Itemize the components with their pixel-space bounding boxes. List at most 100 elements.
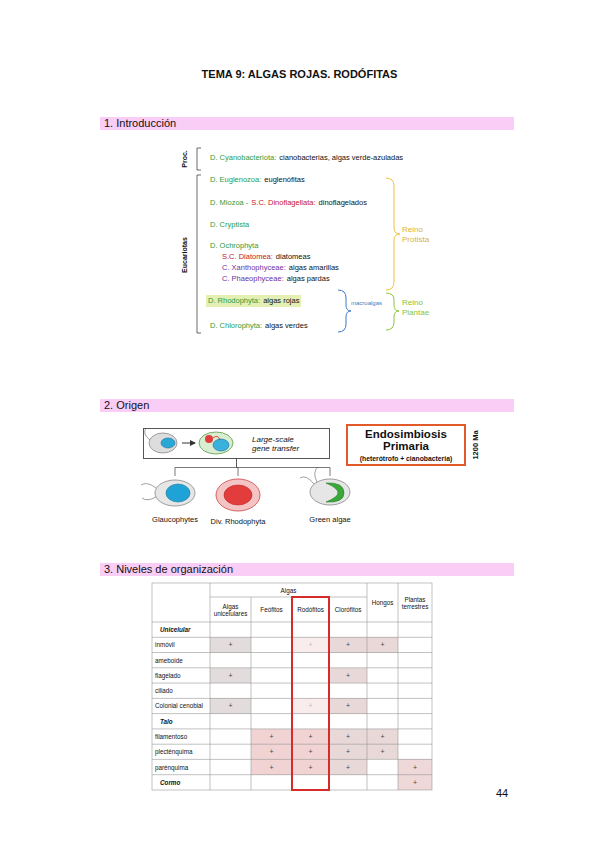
tree-connector	[175, 459, 237, 476]
rhodophyte-cell	[216, 479, 260, 511]
taxon-line: D. Cyanobacteriota:cianobacterias, algas…	[210, 153, 403, 163]
table-mark: +	[329, 637, 367, 652]
taxon-text: C. Phaeophyceae:	[222, 274, 284, 284]
table-mark: +	[292, 744, 329, 759]
taxon-line: D. Miozoa -S.C. Dinoflagellata:dinoflage…	[210, 198, 367, 208]
host-cell	[199, 432, 233, 454]
taxon-text: C. Xanthophyceae:	[222, 263, 286, 273]
section-row-header: Unicelular	[152, 622, 210, 637]
table-mark: +	[210, 698, 251, 713]
grid-line	[210, 597, 367, 598]
table-border	[152, 583, 432, 790]
highlight-box: D. Rhodophyta:algas rojas	[206, 295, 301, 307]
bracket	[197, 148, 201, 170]
callout-box: Endosimbiosis Primaria(heterótrofo + cia…	[346, 424, 466, 466]
column-header: Algas unicelulares	[210, 597, 251, 622]
table-mark: +	[292, 698, 329, 713]
table-mark: +	[251, 744, 292, 759]
column-header: Algas	[210, 583, 367, 597]
taxon-text: algas pardas	[287, 274, 330, 284]
page-number: 44	[496, 787, 508, 799]
flagellum	[300, 467, 318, 484]
taxon-text: algas amarillas	[289, 263, 339, 273]
node-text: Green algae	[309, 515, 350, 524]
taxon-text: S.C. Dinoflagellata:	[251, 198, 315, 208]
side-label: macroalgas	[351, 300, 382, 306]
node-text: Endosimbiosis Primaria	[358, 428, 454, 453]
node-text: Glaucophytes	[152, 515, 198, 524]
taxon-text: S.C. Diatomea:	[222, 252, 273, 262]
table-mark: +	[329, 729, 367, 744]
page-title: TEMA 9: ALGAS ROJAS. RODÓFITAS	[0, 68, 599, 81]
taxon-text: D. Chlorophyta:	[210, 321, 262, 331]
table-mark: +	[329, 698, 367, 713]
taxon-line: D. Euglenozoa:euglenófitas	[210, 175, 305, 185]
node-text: D. Rhodophyta:	[208, 295, 260, 307]
tree-connector	[237, 459, 239, 476]
taxon-line: C. Xanthophyceae:algas amarillas	[222, 263, 339, 273]
table-mark: +	[329, 759, 367, 774]
side-label: Reino Plantae	[402, 298, 436, 318]
row-header: ciliado	[152, 683, 210, 698]
taxon-line: C. Phaeophyceae:algas pardas	[222, 274, 330, 284]
node-text: Div. Rhodophyta	[211, 517, 266, 526]
column-header: Hongos	[367, 583, 398, 622]
grid-lines	[152, 583, 432, 790]
brace	[386, 178, 400, 290]
taxon-line: D. Ochrophyta	[210, 241, 258, 251]
section-row-header: Cormo	[152, 775, 210, 790]
brace	[386, 293, 399, 330]
table-mark: +	[367, 744, 398, 759]
nucleus	[205, 435, 213, 443]
tree-connector	[237, 459, 331, 476]
bracket	[197, 175, 201, 333]
table-mark: +	[398, 759, 432, 774]
taxon-text: D. Cryptista	[210, 220, 249, 230]
row-header: Colonial cenobial	[152, 698, 210, 713]
row-header: inmóvil	[152, 637, 210, 652]
column-header: Feófitos	[251, 597, 292, 622]
cell-figure: Green algae	[294, 476, 366, 524]
taxon-text: algas verdes	[265, 321, 308, 331]
brace	[338, 290, 351, 332]
row-header: filamentoso	[152, 729, 210, 744]
row-header: plecténquima	[152, 744, 210, 759]
table-mark: +	[367, 729, 398, 744]
table-mark: +	[367, 637, 398, 652]
taxon-text: D. Ochrophyta	[210, 241, 258, 251]
taxon-line: D. Cryptista	[210, 220, 249, 230]
flagellum	[141, 484, 156, 500]
table-mark: +	[292, 759, 329, 774]
table-mark: +	[292, 637, 329, 652]
node-text: 2. Origen	[104, 399, 514, 412]
taxon-text: diatomeas	[276, 252, 311, 262]
section-band: 1. Introducción	[100, 117, 514, 130]
green-alga-cell	[310, 479, 350, 505]
taxon-text: D. Cyanobacteriota:	[210, 153, 276, 163]
column-header: Plantas terrestres	[398, 583, 432, 622]
taxon-text: D. Euglenozoa:	[210, 175, 261, 185]
table-mark: +	[398, 775, 432, 790]
arrow	[182, 443, 195, 444]
table-mark: +	[251, 729, 292, 744]
table-mark: +	[210, 637, 251, 652]
plastid	[166, 484, 190, 502]
node-text: algas rojas	[263, 295, 299, 307]
taxon-text: euglenófitas	[264, 175, 304, 185]
taxon-line: S.C. Diatomea:diatomeas	[222, 252, 310, 262]
table-mark: +	[210, 668, 251, 683]
gene-transfer-arrow	[213, 436, 220, 440]
row-header: ameboide	[152, 653, 210, 668]
plastid	[213, 439, 229, 451]
section-band: 3. Niveles de organización	[100, 563, 514, 576]
row-header: parénquima	[152, 759, 210, 774]
plastid	[326, 483, 344, 502]
process-box: Large-scale gene transfer	[143, 428, 330, 459]
taxon-line: D. Chlorophyta:algas verdes	[210, 321, 308, 331]
node-text: 1. Introducción	[104, 117, 514, 130]
taxon-text: dinoflagelados	[319, 198, 367, 208]
highlight-column	[292, 597, 329, 790]
flagellum	[145, 428, 150, 440]
